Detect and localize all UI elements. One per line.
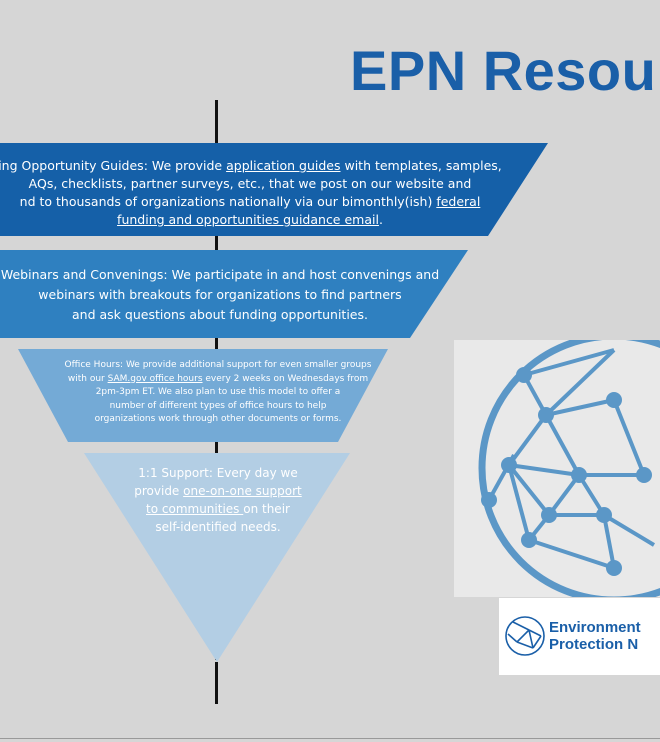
- bottom-divider: [0, 738, 660, 739]
- tier-1-text: ing Opportunity Guides: We provide appli…: [0, 158, 502, 227]
- globe-logo-icon: [505, 616, 545, 656]
- one-on-one-support-link[interactable]: one-on-one support: [183, 484, 302, 498]
- funnel-tier-2: [0, 250, 468, 338]
- tier-2-text: Webinars and Convenings: We participate …: [0, 267, 440, 322]
- funnel-tier-3: [18, 349, 388, 442]
- axis-line-bottom: [215, 662, 218, 704]
- network-globe-icon: [478, 332, 660, 604]
- epn-logo: Environment Protection N: [499, 598, 660, 675]
- application-guides-link[interactable]: application guides: [226, 158, 341, 173]
- network-globe-image: [454, 332, 660, 604]
- to-communities-link[interactable]: to communities: [146, 502, 244, 516]
- page-title: EPN Resou: [350, 39, 657, 102]
- funnel-tier-1: [0, 143, 548, 236]
- funnel-tier-4: [84, 453, 350, 662]
- logo-wordmark: Environment Protection N: [549, 619, 641, 653]
- guidance-email-link[interactable]: funding and opportunities guidance email: [117, 212, 379, 227]
- tier-3-text: Office Hours: We provide additional supp…: [64, 360, 372, 424]
- federal-guidance-link[interactable]: federal: [436, 194, 481, 209]
- tier-4-text: 1:1 Support: Every day we provide one-on…: [134, 466, 302, 534]
- sam-gov-office-hours-link[interactable]: SAM.gov office hours: [107, 373, 203, 384]
